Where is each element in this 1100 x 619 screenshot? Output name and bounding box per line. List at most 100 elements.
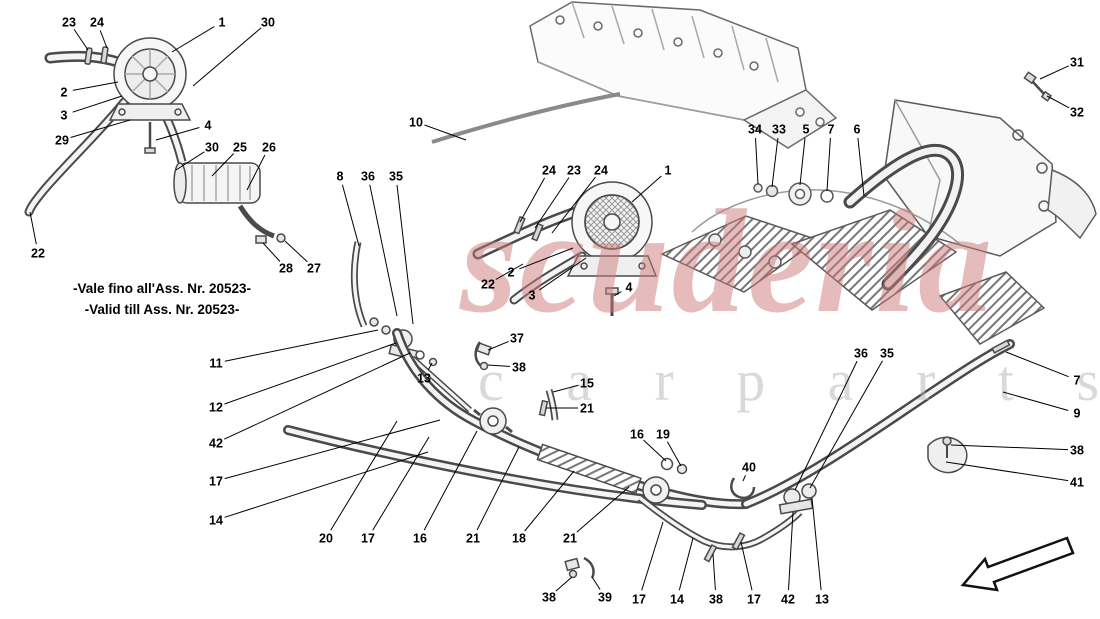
callout-1: 1 [665,164,672,178]
callout-3: 3 [61,109,68,123]
validity-note: -Vale fino all'Ass. Nr. 20523- -Valid ti… [26,279,298,321]
callout-15: 15 [580,377,594,391]
callout-14: 14 [209,514,223,528]
leader-line-29 [70,119,131,138]
callout-13: 13 [815,593,829,607]
callout-17: 17 [209,475,223,489]
leader-line-37 [487,340,509,351]
leader-line-19 [666,441,682,467]
leader-line-7 [826,137,831,192]
leader-line-30 [192,27,262,87]
leader-line-13 [427,362,433,371]
callout-36: 36 [361,170,375,184]
leader-line-23 [73,29,89,51]
leader-line-22 [29,211,37,245]
callout-33: 33 [772,123,786,137]
leader-line-36 [369,184,398,317]
callout-22: 22 [31,247,45,261]
leader-line-1 [171,26,215,53]
leader-line-4 [155,127,200,141]
callout-14: 14 [670,593,684,607]
callout-5: 5 [803,123,810,137]
callout-19: 19 [656,428,670,442]
callout-17: 17 [747,593,761,607]
callout-6: 6 [854,123,861,137]
leader-line-38 [712,553,716,591]
leader-line-39 [591,576,601,590]
leader-line-17 [224,419,441,480]
callout-41: 41 [1070,476,1084,490]
callout-38: 38 [709,593,723,607]
callout-17: 17 [632,593,646,607]
leader-line-16 [423,430,478,531]
direction-arrow [960,536,1075,592]
validity-note-english: -Valid till Ass. Nr. 20523- [84,301,240,317]
callout-16: 16 [413,532,427,546]
callout-17: 17 [361,532,375,546]
callout-38: 38 [512,361,526,375]
leader-line-6 [857,137,865,197]
leader-line-3 [72,95,123,113]
callout-36: 36 [854,347,868,361]
leader-line-10 [424,124,467,141]
callout-38: 38 [1070,444,1084,458]
callout-28: 28 [279,262,293,276]
fasteners-31-32-illustration [1023,71,1053,102]
callout-27: 27 [307,262,321,276]
callout-4: 4 [205,119,212,133]
callout-20: 20 [319,532,333,546]
callout-42: 42 [209,437,223,451]
callout-8: 8 [337,170,344,184]
leader-line-16 [643,439,667,462]
callout-11: 11 [209,357,222,371]
leader-line-14 [678,537,694,591]
callout-24: 24 [542,164,556,178]
callout-35: 35 [389,170,403,184]
leader-line-9 [1002,391,1069,411]
leader-line-4 [613,291,622,297]
leader-line-35 [809,360,883,489]
callout-10: 10 [409,116,423,130]
leader-line-17 [740,541,753,591]
leader-line-11 [224,329,379,362]
callout-21: 21 [466,532,480,546]
callout-7: 7 [828,123,835,137]
leader-line-35 [396,184,414,325]
leader-line-3 [539,257,587,291]
leader-line-12 [224,342,397,405]
leader-line-40 [742,475,746,482]
leader-line-25 [211,153,235,177]
callout-24: 24 [90,16,104,30]
leader-line-21 [576,486,630,533]
callout-18: 18 [512,532,526,546]
leader-line-36 [794,360,858,491]
leader-line-2 [519,247,574,270]
callout-37: 37 [510,332,524,346]
leader-line-13 [811,497,822,591]
leader-lines [29,26,1070,592]
callout-21: 21 [563,532,577,546]
leader-line-15 [552,384,579,393]
callout-23: 23 [62,16,76,30]
callout-25: 25 [233,141,247,155]
intake-manifold-illustration [529,1,838,149]
leader-line-42 [788,511,794,591]
callout-31: 31 [1070,56,1084,70]
leader-line-14 [224,451,429,518]
leader-line-20 [330,420,398,531]
leader-line-5 [799,137,806,186]
callout-24: 24 [594,164,608,178]
callout-22: 22 [481,278,495,292]
leader-line-24 [519,177,546,223]
callout-2: 2 [61,86,68,100]
leader-line-17 [641,521,664,591]
callout-39: 39 [598,591,612,605]
leader-line-31 [1039,65,1070,80]
callout-42: 42 [781,593,795,607]
leader-line-18 [524,470,575,532]
validity-note-italian: -Vale fino all'Ass. Nr. 20523- [72,281,252,296]
leader-line-41 [945,461,1069,482]
leader-line-26 [246,154,266,191]
leader-line-21 [476,446,520,531]
